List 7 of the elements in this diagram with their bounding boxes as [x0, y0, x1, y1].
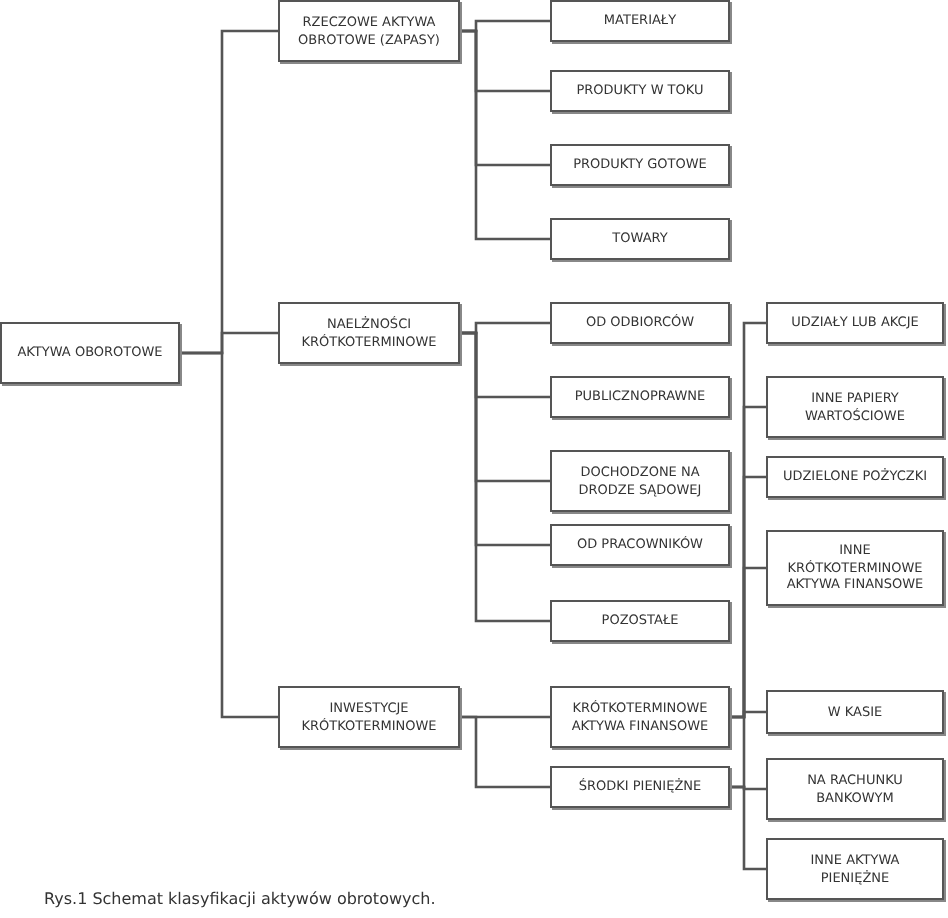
connector-line — [460, 715, 550, 789]
connector-line — [460, 29, 550, 241]
connector-line — [730, 785, 766, 871]
connector-line — [730, 566, 766, 719]
figure-caption: Rys.1 Schemat klasyfikacji aktywów obrotowych. — [44, 888, 436, 912]
connector-line — [460, 331, 550, 623]
connector-line — [180, 351, 278, 719]
